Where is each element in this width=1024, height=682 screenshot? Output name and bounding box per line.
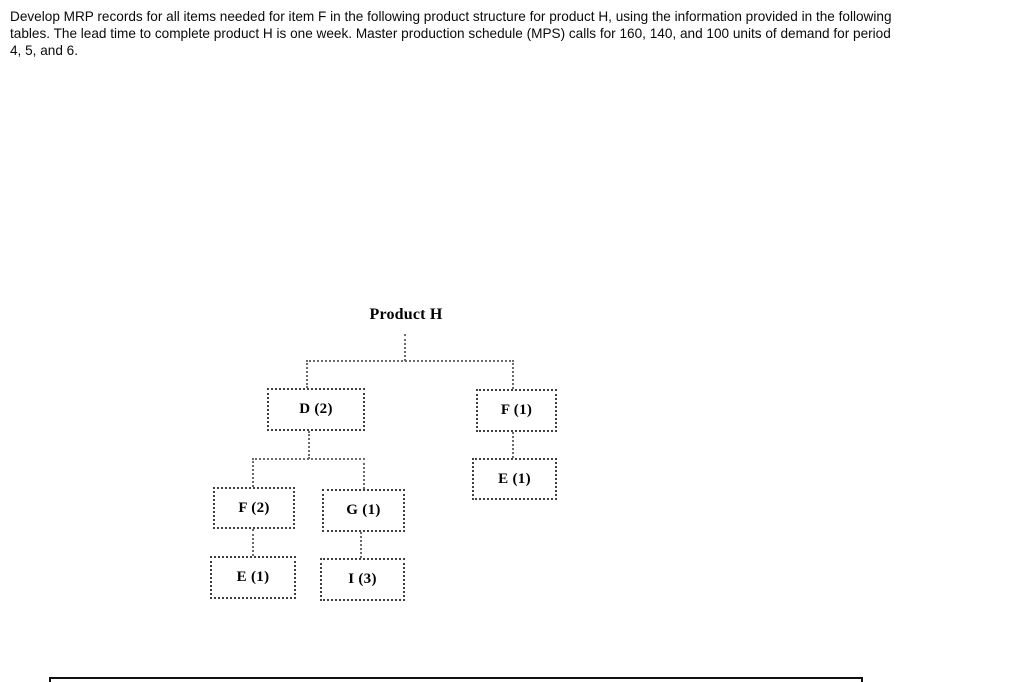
node-f-right: F (1): [476, 389, 557, 432]
node-d: D (2): [267, 388, 365, 431]
connector-level2-stub-right: [363, 458, 365, 489]
connector-d-stem: [308, 431, 310, 459]
diagram-title: Product H: [369, 306, 443, 323]
connector-f2-to-e: [252, 529, 254, 556]
connector-level1-horizontal: [306, 360, 514, 362]
connector-f1-to-e: [512, 432, 514, 458]
problem-line-3: 4, 5, and 6.: [10, 43, 79, 58]
connector-g-to-i: [360, 532, 362, 558]
node-i: I (3): [320, 558, 405, 601]
connector-level1-stub-right: [512, 360, 514, 389]
connector-level1-stub-left: [306, 360, 308, 388]
connector-level2-horizontal: [252, 458, 365, 460]
problem-line-2: tables. The lead time to complete produc…: [10, 26, 891, 41]
connector-root-stem: [404, 334, 406, 361]
problem-statement: Develop MRP records for all items needed…: [10, 8, 1020, 59]
table-top-border: [49, 677, 863, 682]
node-g: G (1): [322, 489, 405, 532]
node-e-right: E (1): [472, 458, 557, 500]
connector-level2-stub-left: [252, 458, 254, 487]
node-e-left: E (1): [210, 556, 296, 599]
problem-line-1: Develop MRP records for all items needed…: [10, 9, 892, 24]
node-f-left: F (2): [213, 487, 295, 529]
